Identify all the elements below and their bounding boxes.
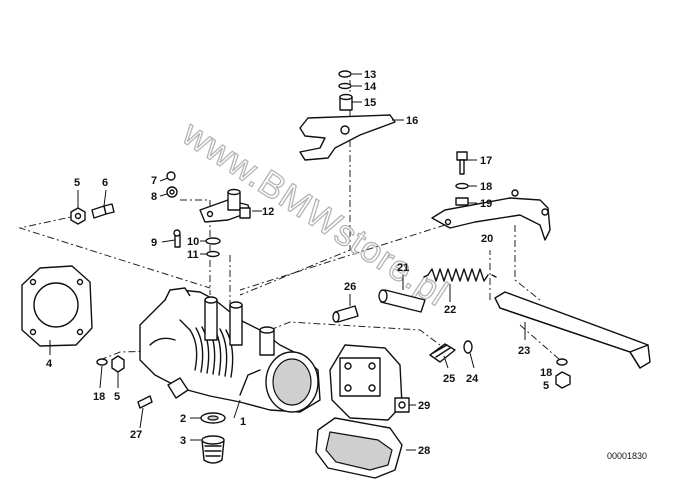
bracket-part-16 bbox=[299, 114, 396, 161]
callout-8: 8 bbox=[151, 191, 157, 203]
callout-11: 11 bbox=[187, 249, 199, 261]
bracket-part-20 bbox=[431, 189, 551, 241]
washer-part-14 bbox=[338, 82, 352, 90]
sleeve-part-21 bbox=[378, 289, 426, 313]
callout-17: 17 bbox=[480, 155, 492, 167]
gasket-part-28 bbox=[315, 417, 403, 479]
callout-23: 23 bbox=[518, 345, 530, 357]
callout-1: 1 bbox=[240, 416, 246, 428]
washer-part-10 bbox=[205, 237, 221, 245]
throttle-housing-part-1 bbox=[139, 287, 321, 413]
nut-part-5-lower-right bbox=[555, 371, 571, 389]
housing-part-29 bbox=[329, 344, 410, 421]
callout-15: 15 bbox=[364, 97, 376, 109]
washer-part-11 bbox=[206, 250, 220, 258]
callout-28: 28 bbox=[418, 445, 430, 457]
callout-3: 3 bbox=[180, 435, 186, 447]
callout-6: 6 bbox=[102, 177, 108, 189]
callout-16: 16 bbox=[406, 115, 418, 127]
pin-part-26 bbox=[332, 305, 359, 323]
callout-5-lower-left: 5 bbox=[114, 391, 120, 403]
washer-part-18-lower-right bbox=[556, 358, 568, 366]
callout-19: 19 bbox=[480, 198, 492, 210]
nut-part-13 bbox=[338, 70, 352, 78]
callout-9: 9 bbox=[151, 237, 157, 249]
callout-21: 21 bbox=[397, 262, 409, 274]
callout-2: 2 bbox=[180, 413, 186, 425]
nut-part-5-lower-left bbox=[111, 355, 125, 373]
callout-labels: 1 2 3 4 5 6 7 8 9 10 11 12 13 14 15 16 1… bbox=[46, 69, 552, 457]
callout-5-upper: 5 bbox=[74, 177, 80, 189]
callout-7: 7 bbox=[151, 175, 157, 187]
callout-22: 22 bbox=[444, 304, 456, 316]
washer-part-8 bbox=[166, 186, 178, 198]
bolt-part-6 bbox=[91, 203, 115, 219]
spring-part-25 bbox=[429, 343, 456, 363]
throttle-lever-part-12 bbox=[199, 188, 251, 223]
filter-cup-part-3 bbox=[201, 435, 225, 464]
nut-part-19 bbox=[455, 197, 469, 206]
washer-part-18-lower-left bbox=[96, 358, 108, 366]
callout-18-upper: 18 bbox=[480, 181, 492, 193]
screw-part-9 bbox=[173, 229, 181, 248]
bolt-part-17 bbox=[456, 151, 468, 175]
washer-part-24 bbox=[463, 340, 473, 354]
callout-5-lower-right: 5 bbox=[543, 380, 549, 392]
washer-part-18-upper bbox=[455, 182, 469, 190]
callout-24: 24 bbox=[466, 373, 479, 385]
callout-12: 12 bbox=[262, 206, 274, 218]
rail-part-23 bbox=[494, 291, 651, 369]
callout-26: 26 bbox=[344, 281, 356, 293]
seal-ring-part-2 bbox=[200, 412, 226, 424]
callout-10: 10 bbox=[187, 236, 199, 248]
callout-leaders bbox=[49, 73, 526, 451]
callout-18-lower-right: 18 bbox=[540, 367, 552, 379]
nut-part-5-upper bbox=[70, 207, 86, 225]
gasket-part-4 bbox=[21, 265, 93, 347]
callout-18-lower-left: 18 bbox=[93, 391, 105, 403]
nut-part-7 bbox=[166, 171, 176, 181]
callout-27: 27 bbox=[130, 429, 142, 441]
assembly-dashed-lines bbox=[18, 80, 561, 361]
callout-29: 29 bbox=[418, 400, 430, 412]
reference-number: 00001830 bbox=[607, 451, 647, 461]
spring-part-22 bbox=[423, 268, 497, 282]
callout-4: 4 bbox=[46, 358, 53, 370]
bushing-part-15 bbox=[339, 93, 353, 111]
callout-13: 13 bbox=[364, 69, 376, 81]
callout-25: 25 bbox=[443, 373, 455, 385]
callout-20: 20 bbox=[481, 233, 493, 245]
callout-14: 14 bbox=[364, 81, 377, 93]
pin-part-27 bbox=[137, 395, 153, 409]
